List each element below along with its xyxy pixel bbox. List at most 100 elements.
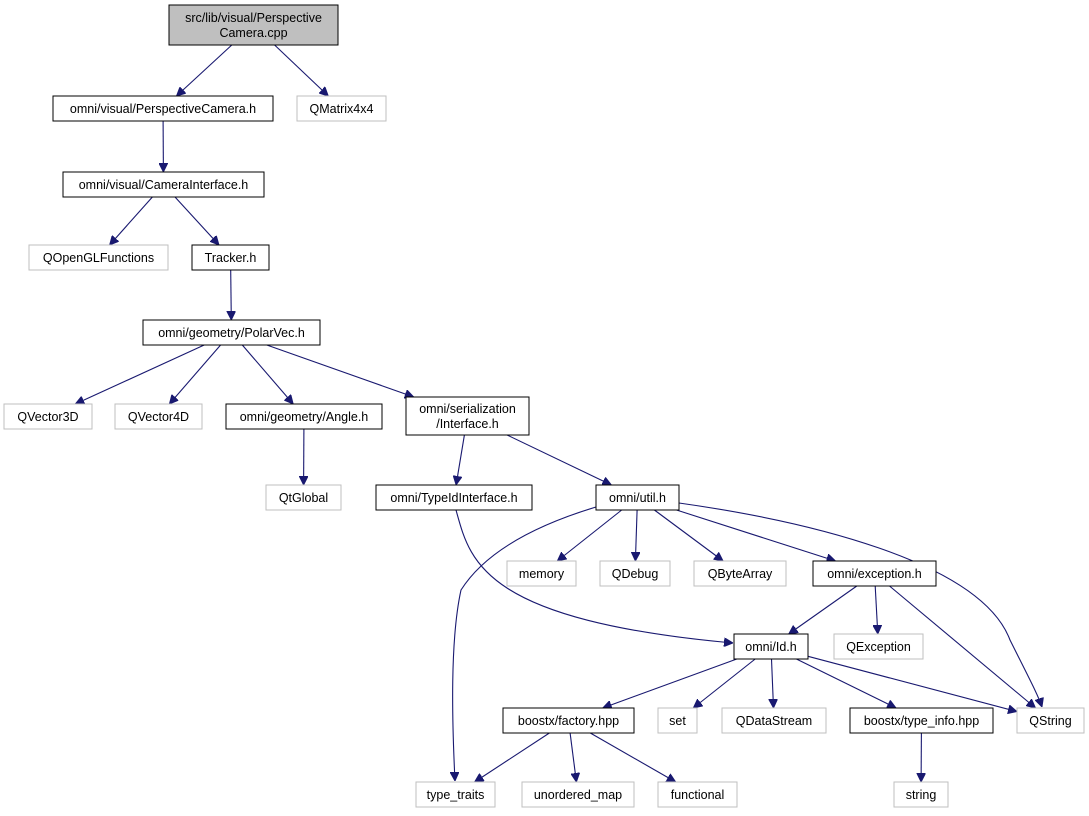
node-label-memory: memory (519, 567, 565, 581)
edges-layer (75, 44, 1042, 782)
edge-serial-to-util (506, 434, 611, 485)
edge-polarvec-to-qvec3d (75, 344, 205, 404)
edge-util-to-qbytearray (654, 509, 723, 561)
node-box-set (657, 707, 698, 734)
edge-camiface-to-qopengl (110, 196, 153, 245)
edge-polarvec-to-angle (241, 344, 293, 404)
node-label-qexception: QException (846, 640, 911, 654)
node-serial[interactable]: omni/serialization/Interface.h (405, 396, 530, 436)
edge-camiface-to-tracker (174, 196, 219, 245)
node-label-polarvec: omni/geometry/PolarVec.h (158, 326, 305, 340)
edge-factory-to-functional (590, 732, 675, 782)
node-label-string: string (906, 788, 937, 802)
nodes-layer: src/lib/visual/PerspectiveCamera.cpp omni… (3, 4, 1085, 808)
node-label-unordered: unordered_map (534, 788, 622, 802)
edge-root-to-qmatrix (274, 44, 329, 96)
node-box-util (595, 484, 680, 511)
node-typeid[interactable]: omni/TypeIdInterface.h (375, 484, 533, 511)
node-factory[interactable]: boostx/factory.hpp (502, 707, 635, 734)
node-label-serial-line-0: omni/serialization (419, 402, 516, 416)
node-box-factory (502, 707, 635, 734)
node-memory: memory (506, 560, 577, 587)
node-box-typeinfo (849, 707, 994, 734)
edge-tracker-to-polarvec (231, 269, 232, 320)
node-label-qbytearray: QByteArray (708, 567, 773, 581)
node-box-perspcam (52, 95, 274, 122)
node-label-qvec3d: QVector3D (17, 410, 78, 424)
node-box-qstring (1016, 707, 1085, 734)
node-box-qexception (833, 633, 924, 660)
node-unordered: unordered_map (521, 781, 635, 808)
node-box-string (893, 781, 949, 808)
node-qexception: QException (833, 633, 924, 660)
node-label-qvec4d: QVector4D (128, 410, 189, 424)
node-camiface[interactable]: omni/visual/CameraInterface.h (62, 171, 265, 198)
edge-omniid-to-qdatastream (772, 658, 774, 708)
node-qtglobal: QtGlobal (265, 484, 342, 511)
node-root[interactable]: src/lib/visual/PerspectiveCamera.cpp (168, 4, 339, 46)
edge-factory-to-unordered (569, 732, 576, 782)
edge-omniid-to-qstring (807, 655, 1017, 711)
node-exception[interactable]: omni/exception.h (812, 560, 937, 587)
node-omniid[interactable]: omni/Id.h (733, 633, 809, 660)
node-box-camiface (62, 171, 265, 198)
node-label-omniid: omni/Id.h (745, 640, 796, 654)
node-qdebug: QDebug (599, 560, 671, 587)
node-qvec3d: QVector3D (3, 403, 93, 430)
node-typetraits: type_traits (415, 781, 496, 808)
node-label-tracker: Tracker.h (205, 251, 257, 265)
node-functional: functional (657, 781, 738, 808)
edge-exception-to-qstring (889, 585, 1036, 708)
edge-omniid-to-factory (603, 658, 737, 708)
node-angle[interactable]: omni/geometry/Angle.h (225, 403, 383, 430)
node-label-typeinfo: boostx/type_info.hpp (864, 714, 979, 728)
node-box-root (168, 4, 339, 46)
node-label-qstring: QString (1029, 714, 1071, 728)
node-label-exception: omni/exception.h (827, 567, 922, 581)
edge-util-to-qdebug (635, 509, 637, 561)
node-box-polarvec (142, 319, 321, 346)
node-box-memory (506, 560, 577, 587)
node-box-qtglobal (265, 484, 342, 511)
node-label-angle: omni/geometry/Angle.h (240, 410, 369, 424)
node-label-camiface: omni/visual/CameraInterface.h (79, 178, 249, 192)
node-label-util: omni/util.h (609, 491, 666, 505)
node-polarvec[interactable]: omni/geometry/PolarVec.h (142, 319, 321, 346)
node-box-qdatastream (721, 707, 827, 734)
node-label-qdatastream: QDataStream (736, 714, 812, 728)
node-label-set: set (669, 714, 686, 728)
edge-util-to-qstring (678, 502, 1042, 707)
node-label-typeid: omni/TypeIdInterface.h (390, 491, 517, 505)
node-qdatastream: QDataStream (721, 707, 827, 734)
node-box-serial (405, 396, 530, 436)
node-box-angle (225, 403, 383, 430)
node-label-root-line-0: src/lib/visual/Perspective (185, 11, 322, 25)
node-typeinfo[interactable]: boostx/type_info.hpp (849, 707, 994, 734)
edge-factory-to-typetraits (475, 732, 550, 782)
node-box-qdebug (599, 560, 671, 587)
node-box-qbytearray (693, 560, 787, 587)
node-label-qdebug: QDebug (612, 567, 659, 581)
node-qmatrix: QMatrix4x4 (296, 95, 387, 122)
node-label-perspcam: omni/visual/PerspectiveCamera.h (70, 102, 256, 116)
node-util[interactable]: omni/util.h (595, 484, 680, 511)
edge-polarvec-to-serial (266, 344, 414, 397)
edge-omniid-to-set (693, 658, 756, 708)
node-box-unordered (521, 781, 635, 808)
node-label-typetraits: type_traits (427, 788, 485, 802)
edge-serial-to-typeid (456, 434, 465, 485)
node-set: set (657, 707, 698, 734)
edge-omniid-to-typeinfo (796, 658, 896, 708)
node-box-qmatrix (296, 95, 387, 122)
edge-exception-to-omniid (789, 585, 858, 634)
node-box-qvec4d (114, 403, 203, 430)
node-tracker[interactable]: Tracker.h (191, 244, 270, 271)
node-box-qvec3d (3, 403, 93, 430)
edge-util-to-memory (557, 509, 623, 561)
node-qstring: QString (1016, 707, 1085, 734)
node-label-functional: functional (671, 788, 725, 802)
node-perspcam[interactable]: omni/visual/PerspectiveCamera.h (52, 95, 274, 122)
node-box-exception (812, 560, 937, 587)
node-label-qmatrix: QMatrix4x4 (310, 102, 374, 116)
